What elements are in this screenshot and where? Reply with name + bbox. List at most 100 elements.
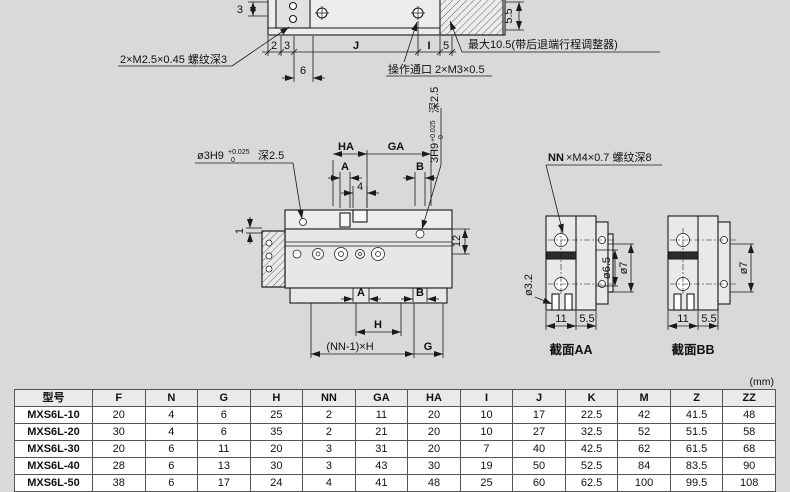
side-view: HA GA A B 4 12 1 <box>195 87 470 358</box>
value-cell: 6 <box>144 474 199 492</box>
dim-ha-label: HA <box>338 141 354 153</box>
column-header: J <box>512 389 566 407</box>
section-aa-title: 截面AA <box>549 342 592 357</box>
dim-6 <box>282 36 325 82</box>
value-cell: 84 <box>617 457 671 475</box>
value-cell: 20 <box>92 440 146 458</box>
value-cell: 6 <box>144 457 199 475</box>
thread-callout-leader <box>118 26 290 67</box>
dim-12-label: 12 <box>451 235 463 247</box>
value-cell: 48 <box>407 474 461 492</box>
hole-callout-vertical: 3H9 +0.025 0 深2.5 <box>428 87 445 163</box>
value-cell: 62 <box>617 440 671 458</box>
value-cell: 4 <box>144 406 199 424</box>
value-cell: 3 <box>302 440 356 458</box>
model-cell: MXS6L-20 <box>14 423 93 441</box>
value-cell: 20 <box>407 423 461 441</box>
hole-callout-v-prefix: 3H9 <box>429 143 441 163</box>
value-cell: 6 <box>144 440 199 458</box>
column-header: F <box>92 389 146 407</box>
value-cell: 41.5 <box>669 406 724 424</box>
dim-11-bb-label: 11 <box>677 313 688 325</box>
value-cell: 99.5 <box>669 474 724 492</box>
hole-callout-v-tol-upper: +0.025 <box>430 120 437 142</box>
value-cell: 40 <box>512 440 566 458</box>
value-cell: 2 <box>302 423 356 441</box>
dim-d7-aa-label: ø7 <box>618 262 630 275</box>
section-bb-rail <box>668 251 699 260</box>
value-cell: 19 <box>459 457 514 475</box>
dim-5-5-label: 5.5 <box>503 8 515 23</box>
hole-callout-tol-lower: 0 <box>231 157 235 164</box>
thread-callout-label: 2×M2.5×0.45 螺纹深3 <box>120 52 227 66</box>
dim-aa-bottom <box>545 305 597 330</box>
hole-callout-prefix: ø3H9 <box>197 150 224 162</box>
nn-callout-leader <box>545 164 662 234</box>
value-cell: 62.5 <box>564 474 619 492</box>
dim-5-5-right <box>505 1 524 31</box>
top-view-adjuster-hatch <box>439 0 504 36</box>
model-cell: MXS6L-40 <box>14 457 93 475</box>
dim-d7-bb-label: ø7 <box>738 262 750 275</box>
dim-d32-label: ø3.2 <box>523 274 535 296</box>
value-cell: 30 <box>92 423 146 441</box>
value-cell: 100 <box>617 474 671 492</box>
column-header: I <box>459 389 514 407</box>
body <box>284 228 453 289</box>
dim-b-top-label: B <box>416 161 424 173</box>
value-cell: 17 <box>512 406 566 424</box>
value-cell: 20 <box>407 440 461 458</box>
value-cell: 20 <box>407 406 461 424</box>
value-cell: 4 <box>144 423 199 441</box>
value-cell: 3 <box>302 457 356 475</box>
column-header: Z <box>669 389 724 407</box>
value-cell: 30 <box>407 457 461 475</box>
section-bb-title: 截面BB <box>671 342 714 357</box>
port-callout-label: 操作通口 2×M3×0.5 <box>388 62 485 76</box>
port-callout-leader <box>386 21 492 77</box>
dim-b-bottom-label: B <box>416 287 424 299</box>
value-cell: 21 <box>354 423 409 441</box>
top-view-dim-chain <box>262 21 456 56</box>
dim-d65-d7 <box>596 243 634 293</box>
dim-a-top-label: A <box>341 161 349 173</box>
hole-callout-tol-upper: +0.025 <box>228 149 250 156</box>
column-header: GA <box>354 389 409 407</box>
section-bb: ø7 11 5.5 截面BB <box>667 215 754 357</box>
dim-5-label: 5 <box>443 40 449 52</box>
value-cell: 11 <box>197 440 251 458</box>
dim-h <box>355 303 402 336</box>
value-cell: 60 <box>512 474 566 492</box>
value-cell: 20 <box>249 440 304 458</box>
value-cell: 31 <box>354 440 409 458</box>
value-cell: 11 <box>354 406 409 424</box>
value-cell: 10 <box>459 406 514 424</box>
value-cell: 25 <box>459 474 514 492</box>
value-cell: 58 <box>722 423 776 441</box>
value-cell: 32.5 <box>564 423 619 441</box>
value-cell: 42 <box>617 406 671 424</box>
value-cell: 27 <box>512 423 566 441</box>
value-cell: 43 <box>354 457 409 475</box>
dim-a-bottom-label: A <box>357 287 365 299</box>
value-cell: 28 <box>92 457 146 475</box>
nn-callout-rest: ×M4×0.7 螺纹深8 <box>566 150 652 164</box>
column-header: N <box>144 389 199 407</box>
value-cell: 22.5 <box>564 406 619 424</box>
max-stroke-callout-label: 最大10.5(带后退端行程调整器) <box>468 37 618 51</box>
hole-callout-v-depth: 深2.5 <box>428 87 441 113</box>
value-cell: 2 <box>302 406 356 424</box>
value-cell: 50 <box>512 457 566 475</box>
column-header: K <box>564 389 619 407</box>
dim-ga-label: GA <box>388 141 405 153</box>
dim-i-label: I <box>427 40 430 52</box>
value-cell: 38 <box>92 474 146 492</box>
value-cell: 51.5 <box>669 423 724 441</box>
dim-j-label: J <box>353 40 359 52</box>
